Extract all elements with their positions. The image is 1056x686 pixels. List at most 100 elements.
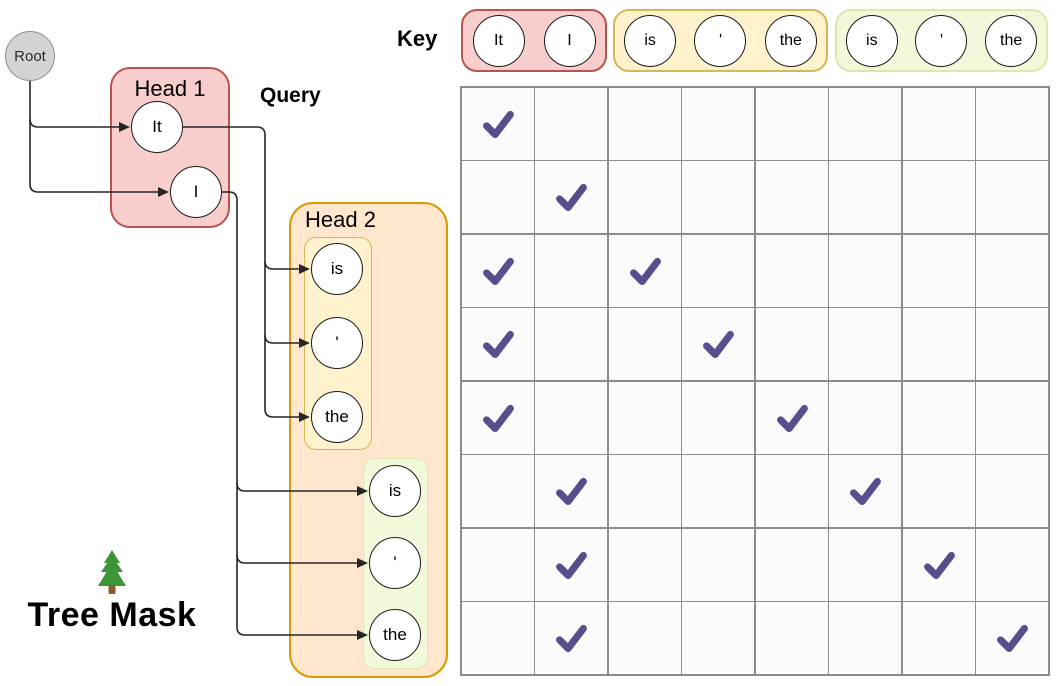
mask-cell-r6c8 — [976, 455, 1048, 528]
mask-cell-r5c1 — [462, 381, 534, 454]
key-token-label: It — [494, 31, 503, 49]
check-icon — [556, 184, 588, 212]
key-token: ' — [915, 14, 968, 67]
mask-cell-r4c5 — [755, 308, 828, 381]
key-token: ' — [694, 14, 747, 67]
check-icon — [776, 404, 808, 432]
mask-cell-r2c5 — [755, 161, 828, 234]
key-token: the — [985, 14, 1038, 67]
key-label: Key — [397, 26, 438, 51]
mask-cell-r3c5 — [755, 234, 828, 307]
mask-cell-r4c8 — [976, 308, 1048, 381]
mask-cell-r5c5 — [755, 381, 828, 454]
check-icon — [483, 404, 514, 432]
tree-mask-caption: Tree Mask — [12, 550, 212, 635]
key-token: It — [472, 14, 525, 67]
tree-node-label: the — [383, 625, 407, 644]
query-label: Query — [260, 84, 321, 107]
mask-cell-r5c6 — [829, 381, 902, 454]
mask-cell-r8c4 — [682, 602, 755, 674]
mask-cell-r6c4 — [682, 455, 755, 528]
check-icon — [703, 331, 735, 359]
check-icon — [483, 110, 514, 138]
mask-cell-r8c8 — [976, 602, 1048, 674]
mask-cell-r6c5 — [755, 455, 828, 528]
tree-node-label: It — [152, 117, 162, 136]
mask-cell-r3c8 — [976, 234, 1048, 307]
root-node-label: Root — [14, 47, 46, 65]
evergreen-tree-icon — [98, 550, 126, 594]
key-token-label: is — [644, 31, 656, 49]
mask-grid — [460, 86, 1050, 676]
mask-cell-r1c1 — [462, 88, 534, 160]
mask-cell-r7c8 — [976, 528, 1048, 601]
tree-node-i: I — [170, 166, 222, 218]
mask-cell-r4c3 — [608, 308, 681, 381]
tree-node-the-1: the — [311, 391, 363, 443]
mask-cell-r6c1 — [462, 455, 534, 528]
check-icon — [923, 551, 955, 579]
mask-cell-r1c6 — [829, 88, 902, 160]
mask-cell-r3c2 — [535, 234, 608, 307]
mask-cell-r2c8 — [976, 161, 1048, 234]
mask-cell-r5c4 — [682, 381, 755, 454]
key-token: is — [845, 14, 898, 67]
mask-cell-r1c3 — [608, 88, 681, 160]
key-group-head2: is ' the — [613, 9, 828, 72]
key-token: the — [764, 14, 817, 67]
check-icon — [850, 478, 882, 506]
mask-cell-r7c7 — [902, 528, 975, 601]
check-icon — [629, 257, 661, 285]
mask-cell-r1c7 — [902, 88, 975, 160]
check-icon — [556, 624, 588, 653]
mask-cell-r7c2 — [535, 528, 608, 601]
mask-cell-r3c4 — [682, 234, 755, 307]
key-token-label: ' — [939, 31, 944, 49]
root-node: Root — [5, 31, 55, 81]
mask-cell-r5c7 — [902, 381, 975, 454]
mask-cell-r4c6 — [829, 308, 902, 381]
tree-node-apostrophe-1: ' — [311, 317, 363, 369]
mask-cell-r2c1 — [462, 161, 534, 234]
key-group-head2-second: is ' the — [835, 9, 1048, 72]
check-icon — [483, 331, 514, 359]
key-token-label: I — [567, 31, 572, 49]
mask-cell-r4c2 — [535, 308, 608, 381]
mask-cell-r1c5 — [755, 88, 828, 160]
tree-node-label: the — [325, 407, 349, 426]
key-token-label: the — [1000, 31, 1023, 49]
mask-cell-r4c4 — [682, 308, 755, 381]
mask-cell-r4c1 — [462, 308, 534, 381]
key-token: is — [624, 14, 677, 67]
check-icon — [997, 624, 1028, 653]
mask-cell-r3c3 — [608, 234, 681, 307]
mask-cell-r2c4 — [682, 161, 755, 234]
mask-cell-r7c1 — [462, 528, 534, 601]
mask-cell-r2c7 — [902, 161, 975, 234]
mask-cell-r1c4 — [682, 88, 755, 160]
mask-cell-r8c7 — [902, 602, 975, 674]
mask-cell-r5c8 — [976, 381, 1048, 454]
mask-cell-r3c1 — [462, 234, 534, 307]
tree-node-the-2: the — [369, 609, 421, 661]
mask-cell-r7c4 — [682, 528, 755, 601]
mask-cell-r1c2 — [535, 88, 608, 160]
tree-node-label: I — [193, 182, 199, 201]
mask-cell-r7c6 — [829, 528, 902, 601]
mask-cell-r2c3 — [608, 161, 681, 234]
tree-node-label: ' — [393, 553, 397, 572]
mask-cell-r7c5 — [755, 528, 828, 601]
check-icon — [556, 551, 588, 579]
mask-cell-r4c7 — [902, 308, 975, 381]
head1-label: Head 1 — [134, 76, 206, 101]
mask-cell-r3c6 — [829, 234, 902, 307]
mask-cell-r8c5 — [755, 602, 828, 674]
mask-cell-r5c2 — [535, 381, 608, 454]
head2-label: Head 2 — [305, 207, 376, 232]
mask-cell-r8c1 — [462, 602, 534, 674]
mask-cell-r2c6 — [829, 161, 902, 234]
key-token-label: the — [779, 31, 802, 49]
mask-cell-r2c2 — [535, 161, 608, 234]
mask-cell-r6c7 — [902, 455, 975, 528]
